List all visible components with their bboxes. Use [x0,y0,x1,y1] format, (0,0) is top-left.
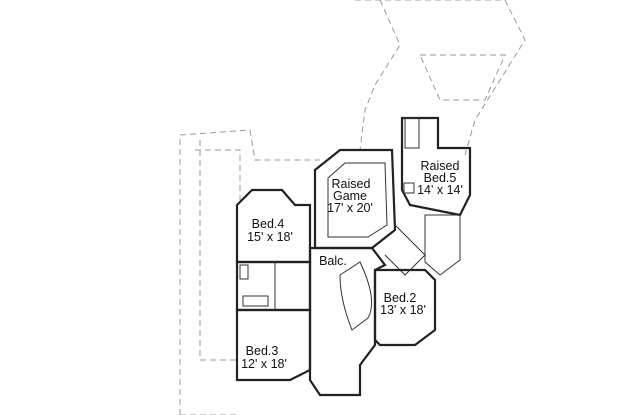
room-bed5: Raised Bed.5 14' x 14' [400,116,472,217]
bed5-label-line2: Bed.5 [424,171,457,185]
bed5-label-line1: Raised [421,159,460,173]
bed4-size: 15' x 18' [247,230,293,244]
game-label-line1: Raised [332,177,371,191]
bed5-size: 14' x 14' [417,183,463,197]
balcony-stair: Balc. [308,224,426,397]
room-bed2: Bed.2 13' x 18' [373,214,461,347]
bed2-name: Bed.2 [384,291,417,305]
bed4-name: Bed.4 [252,217,285,231]
room-bed3: Bed.3 12' x 18' [235,308,312,382]
bathrooms [235,260,312,312]
bed3-size: 12' x 18' [241,357,287,371]
balcony-label: Balc. [319,254,347,268]
game-size: 17' x 20' [327,201,373,215]
game-label-line2: Game [333,189,367,203]
room-bed4: Bed.4 15' x 18' [235,188,312,264]
bed2-size: 13' x 18' [380,303,426,317]
lower-level-outline [179,0,526,415]
room-raised-game: Raised Game 17' x 20' [313,148,397,250]
bed3-name: Bed.3 [246,344,279,358]
